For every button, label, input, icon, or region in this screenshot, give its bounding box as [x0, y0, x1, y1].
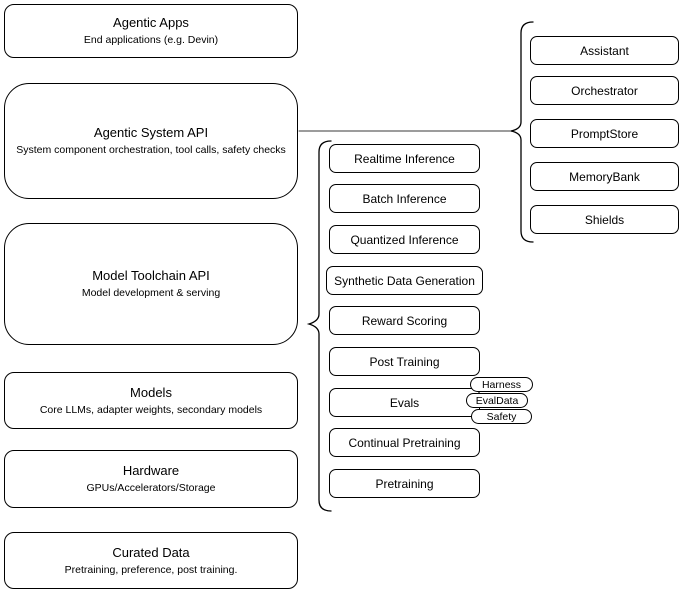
- layer-subtitle: End applications (e.g. Devin): [83, 34, 219, 46]
- system-component-box: Assistant: [530, 36, 679, 65]
- layer-box: Agentic Apps End applications (e.g. Devi…: [4, 4, 298, 58]
- system-component-label: Assistant: [580, 43, 629, 58]
- evals-tag-pill: EvalData: [466, 393, 528, 408]
- toolchain-label: Reward Scoring: [361, 313, 448, 328]
- toolchain-brace: [306, 140, 332, 512]
- system-component-label: MemoryBank: [569, 169, 640, 184]
- system-component-box: PromptStore: [530, 119, 679, 148]
- layer-title: Curated Data: [112, 544, 190, 560]
- layer-box: Agentic System API System component orch…: [4, 83, 298, 199]
- layer-subtitle: GPUs/Accelerators/Storage: [86, 482, 216, 494]
- layer-subtitle: Pretraining, preference, post training.: [64, 563, 238, 576]
- layer-box: Models Core LLMs, adapter weights, secon…: [4, 372, 298, 429]
- toolchain-label: Post Training: [369, 354, 440, 369]
- evals-tag-label: Safety: [486, 410, 517, 423]
- layer-box: Hardware GPUs/Accelerators/Storage: [4, 450, 298, 508]
- layer-title: Models: [130, 384, 172, 400]
- layer-title: Agentic Apps: [113, 15, 189, 30]
- toolchain-label: Synthetic Data Generation: [334, 273, 475, 288]
- evals-tag-pill: Harness: [470, 377, 533, 392]
- toolchain-label: Quantized Inference: [350, 232, 459, 247]
- system-component-box: Orchestrator: [530, 76, 679, 105]
- layer-title: Agentic System API: [93, 125, 209, 140]
- toolchain-box: Synthetic Data Generation: [326, 266, 483, 295]
- system-component-box: MemoryBank: [530, 162, 679, 191]
- toolchain-label: Realtime Inference: [354, 151, 455, 166]
- system-component-label: Shields: [584, 212, 625, 227]
- layer-box: Curated Data Pretraining, preference, po…: [4, 532, 298, 589]
- layer-title: Model Toolchain API: [92, 268, 210, 283]
- toolchain-box: Pretraining: [329, 469, 480, 498]
- evals-tag-label: EvalData: [475, 394, 519, 407]
- evals-tag-label: Harness: [481, 378, 522, 391]
- toolchain-label: Continual Pretraining: [348, 435, 461, 450]
- layer-box: Model Toolchain API Model development & …: [4, 223, 298, 345]
- layer-title: Hardware: [122, 463, 180, 478]
- layer-subtitle: System component orchestration, tool cal…: [16, 144, 286, 156]
- toolchain-box: Post Training: [329, 347, 480, 376]
- toolchain-box: Continual Pretraining: [329, 428, 480, 457]
- system-component-box: Shields: [530, 205, 679, 234]
- toolchain-box: Quantized Inference: [329, 225, 480, 254]
- toolchain-box: Reward Scoring: [329, 306, 480, 335]
- toolchain-label: Batch Inference: [362, 191, 447, 206]
- layer-subtitle: Core LLMs, adapter weights, secondary mo…: [39, 403, 263, 416]
- system-component-label: PromptStore: [570, 126, 639, 141]
- evals-tag-pill: Safety: [471, 409, 532, 424]
- system-component-label: Orchestrator: [571, 83, 638, 98]
- layer-subtitle: Model development & serving: [81, 287, 221, 299]
- toolchain-box: Batch Inference: [329, 184, 480, 213]
- toolchain-label: Pretraining: [375, 476, 434, 491]
- toolchain-box: Realtime Inference: [329, 144, 480, 173]
- toolchain-label: Evals: [389, 395, 420, 410]
- toolchain-box: Evals: [329, 388, 480, 417]
